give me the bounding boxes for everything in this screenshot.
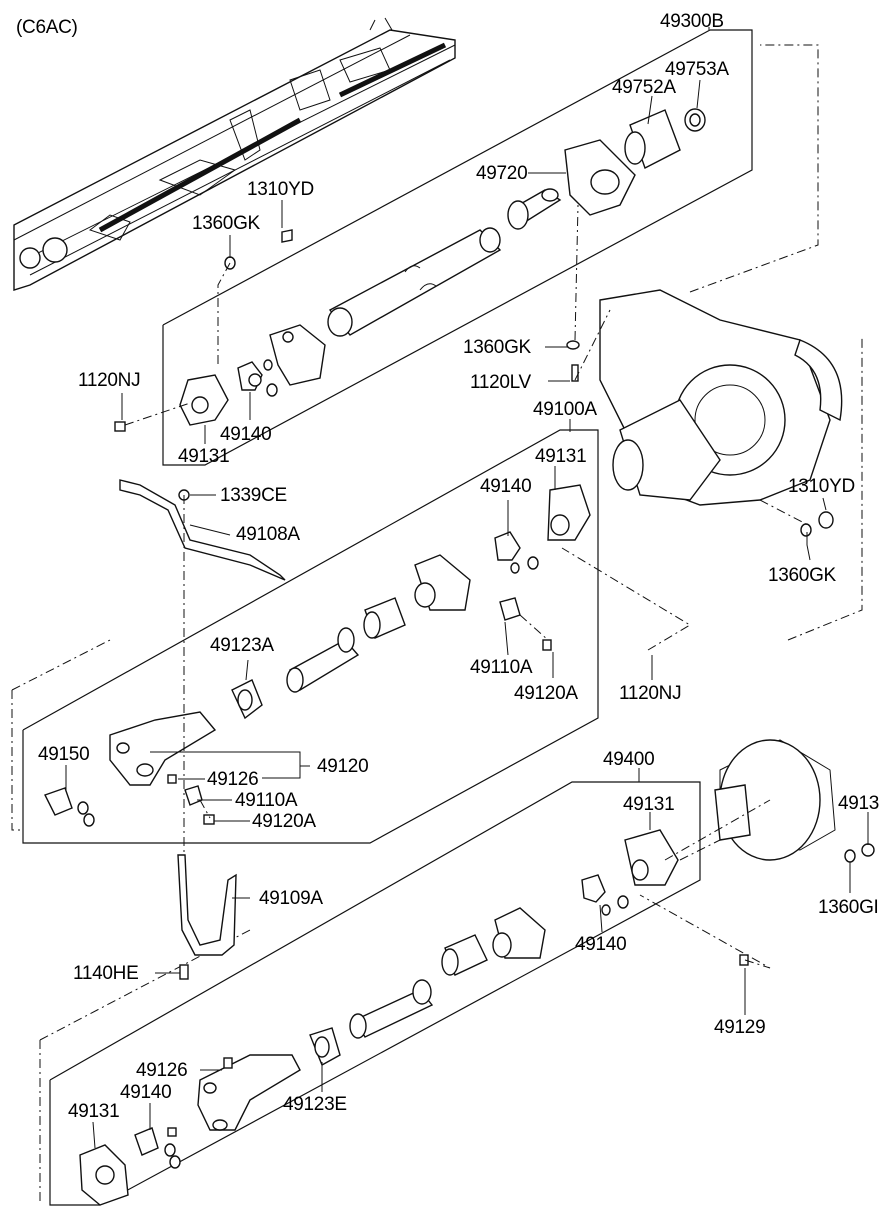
- part-label-49300B: 49300B: [660, 11, 724, 32]
- part-label-49131-bot: 49131: [68, 1101, 120, 1122]
- part-label-49400: 49400: [603, 749, 655, 770]
- part-label-1360GK-mid: 1360GK: [463, 337, 531, 358]
- part-label-49109A: 49109A: [259, 888, 323, 909]
- part-label-1360GK-top: 1360GK: [192, 213, 260, 234]
- part-label-1310YD-top: 1310YD: [247, 179, 314, 200]
- part-label-1360GI-cut: 1360GI: [818, 897, 879, 918]
- part-label-4913-cut: 4913: [838, 793, 880, 814]
- part-label-49140-low: 49140: [575, 934, 627, 955]
- part-label-1339CE: 1339CE: [220, 485, 287, 506]
- part-label-49123E: 49123E: [283, 1094, 347, 1115]
- part-label-1120NJ-mid: 1120NJ: [619, 683, 682, 704]
- part-label-1140HE: 1140HE: [73, 963, 139, 984]
- part-label-1120LV: 1120LV: [470, 372, 531, 393]
- part-label-1360GK-right: 1360GK: [768, 565, 836, 586]
- part-label-49752A: 49752A: [612, 77, 676, 98]
- assembly-frame-49400: [49, 781, 701, 1206]
- reference-lines: [124, 204, 809, 969]
- part-label-49131-top: 49131: [178, 446, 230, 467]
- part-label-49140-mid: 49140: [480, 476, 532, 497]
- part-label-49129: 49129: [714, 1017, 766, 1038]
- part-label-49123A: 49123A: [210, 635, 274, 656]
- part-label-49100A: 49100A: [533, 399, 597, 420]
- model-code-label: (C6AC): [16, 17, 78, 38]
- shaft-assembly-49100A-art: [44, 479, 591, 827]
- part-label-49120: 49120: [317, 756, 369, 777]
- part-label-49120A-low: 49120A: [252, 811, 316, 832]
- hanger-bracket-49109A-art: [177, 854, 237, 980]
- shaft-assembly-49400-art: [79, 739, 875, 1206]
- assembly-frame-49300B: [162, 29, 753, 466]
- part-label-49131-low: 49131: [623, 794, 675, 815]
- part-label-1310YD-right: 1310YD: [788, 476, 855, 497]
- chassis-frame-illustration: [13, 17, 456, 291]
- part-label-49720: 49720: [476, 163, 528, 184]
- part-label-49753A: 49753A: [665, 59, 729, 80]
- part-label-49131-mid: 49131: [535, 446, 587, 467]
- part-label-49110A-low: 49110A: [235, 790, 298, 811]
- part-label-49110A-mid: 49110A: [470, 657, 533, 678]
- leader-lines: [65, 27, 869, 1149]
- part-label-49140-top: 49140: [220, 424, 272, 445]
- part-label-49150: 49150: [38, 744, 90, 765]
- part-label-1120NJ-top: 1120NJ: [78, 370, 141, 391]
- shaft-assembly-49300B-art: [114, 108, 706, 432]
- part-label-49120A-mid: 49120A: [514, 683, 578, 704]
- part-label-49126-mid: 49126: [207, 769, 259, 790]
- assembly-frame-49100A: [22, 429, 599, 844]
- part-label-49126-low: 49126: [136, 1060, 188, 1081]
- rear-axle-housing-art: [599, 289, 843, 537]
- part-label-49140-bot: 49140: [120, 1082, 172, 1103]
- part-label-49108A: 49108A: [236, 524, 300, 545]
